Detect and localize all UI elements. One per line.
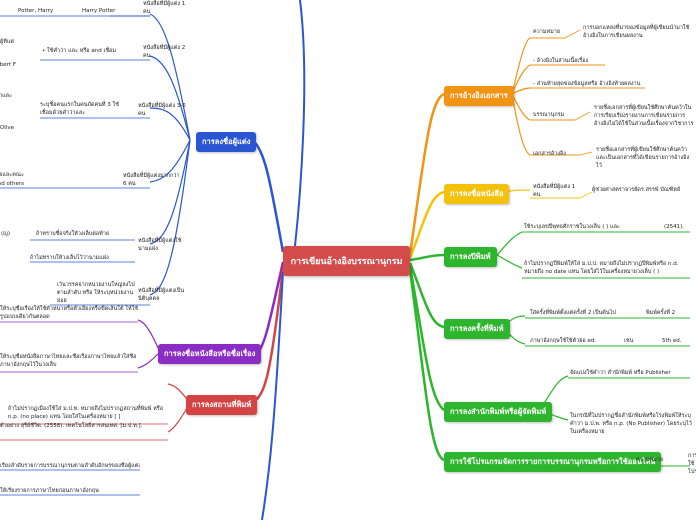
citation-ref-label: เอกสารอ้างอิง xyxy=(533,151,566,157)
author-b5-edge: (ญ) xyxy=(1,231,10,237)
digital-sub-label: ความหมาย xyxy=(636,457,664,463)
title-text2: ให้ระบุชื่อหนังสือภาษาไทยและชื่อเรื่องภา… xyxy=(0,354,137,368)
author-b5-text: ถ้าทราบชื่อจริงให้วงเล็บต่อท้าย xyxy=(36,231,110,237)
author-b3-edge1: ลงชื่อคนแรกและ xyxy=(0,93,12,99)
author-b2-label: หนังสือที่มีผู้แต่ง 2 คน xyxy=(143,45,186,59)
year-text1: ใช้ระบุเลขปีพุทธศักราชในวงเล็บ ( ) และ xyxy=(524,224,620,230)
citation-meaning-label: ความหมาย xyxy=(533,29,561,35)
book-sub-text: ผู้ช่วยศาสตราจารย์ดร.สรรพ์ บัณฑิตย์ xyxy=(592,187,681,193)
edition-text2-mid: เช่น xyxy=(624,338,634,344)
place-text1: ถ้าไม่ปรากฏเมืองใช้ใส่ ม.ป.ท. หมายถึงไม่… xyxy=(8,406,163,420)
edition-text1: ใส่ครั้งที่พิมพ์ตั้งแต่ครั้งที่ 2 เป็นต้… xyxy=(530,310,616,316)
author-b1-col1: Potter, Harry xyxy=(18,8,54,14)
author-b7-text: เว้นวรรคจากหน่วยงานใหญ่ลงไปตามลำดับ หรือ… xyxy=(57,282,135,304)
node-citation[interactable]: การอ้างอิงเอกสาร xyxy=(444,86,514,106)
edition-text1-value: พิมพ์ครั้งที่ 2 xyxy=(646,310,676,316)
author-b3-edge2: Olive. xyxy=(0,125,14,131)
node-edition[interactable]: การลงครั้งที่พิมพ์ xyxy=(444,319,510,339)
edition-text2-value: 5th ed. xyxy=(662,338,682,344)
citation-sub1: - อ้างอิงในส่วนเนื้อเรื่อง xyxy=(533,58,589,64)
author-b4-edge2: and others xyxy=(0,181,24,187)
year-text1-year: (2541). xyxy=(664,224,685,230)
author-b2-text: • ใช้คำว่า และ หรือ and เชื่อม xyxy=(42,48,116,54)
node-author[interactable]: การลงชื่อผู้แต่ง xyxy=(196,132,257,152)
edition-text2: ภาษาอังกฤษใช้ใช้ตัวย่อ ed. xyxy=(530,338,597,344)
citation-meaning-text: การบอกแหล่งที่มาของข้อมูลที่ผู้เขียนนำมา… xyxy=(583,25,690,39)
year-text2: ถ้าไม่ปรากฏปีพิมพ์ให้ใส่ ม.ป.ป. หมายถึงไ… xyxy=(524,261,679,275)
author-b3-label: หนังสือที่มีผู้แต่ง 3-6 คน xyxy=(138,103,186,117)
publisher-text2: ในกรณีที่ไม่ปรากฏชื่อสำนักพิมพ์หรือโรงพิ… xyxy=(570,413,692,435)
author-b1-col2: Harry Potter xyxy=(82,8,116,14)
central-topic[interactable]: การเขียนอ้างอิงบรรณานุกรม xyxy=(283,246,410,276)
node-book-name[interactable]: การลงชื่อหนังสือ xyxy=(444,184,510,204)
citation-ref-text: รายชื่อเอกสารที่ผู้เขียนใช้ศึกษาค้นคว้าแ… xyxy=(596,147,690,169)
bottom-text2: ให้เรียงรายการภาษาไทยก่อนภาษาอังกฤษ xyxy=(0,488,99,494)
author-b6-text: ถ้าไม่ทราบให้วงเล็บไว้ว่านามแฝง xyxy=(30,255,109,261)
author-b1-label: หนังสือที่มีผู้แต่ง 1 คน xyxy=(143,1,186,15)
place-text2: ตัวอย่าง สุรีย์ชีวิต. (2558). เทคโนโลยีส… xyxy=(0,423,143,429)
title-text1: ให้ระบุชื่อเรื่องให้ใช้ตัวหนาหรือตัวเอีย… xyxy=(0,306,139,320)
author-b4-label: หนังสือที่มีผู้แต่งมากกว่า 6 คน xyxy=(123,173,180,187)
citation-bib-label: บรรณานุกรม xyxy=(533,112,565,118)
author-b2-edge1: ผู้ที่แต่งทั้งสองคนที่มีชื่อ xyxy=(0,39,14,45)
node-place[interactable]: การลงสถานที่พิมพ์ xyxy=(186,395,258,415)
publisher-text1: จัดแบ่งใช้คำว่า สำนักพิมพ์ หรือ Publishe… xyxy=(570,370,671,376)
node-year[interactable]: การลงปีพิมพ์ xyxy=(444,247,497,267)
node-title[interactable]: การลงชื่อหนังสือหรือชื่อเรื่อง xyxy=(158,344,262,364)
author-b5-label: หนังสือที่มีผู้แต่งใช้นามแฝง xyxy=(138,238,182,252)
digital-sub-text: การใช้โปรแกรมจัดการรายการบรรณานุกรมและจั… xyxy=(688,453,696,475)
author-b2-edge2: และ Robert F. xyxy=(0,62,16,68)
node-publisher[interactable]: การลงสำนักพิมพ์หรือผู้จัดพิมพ์ xyxy=(444,402,553,422)
bottom-text1: เรียงลำดับรายการบรรณานุกรมตามลำดับอักษรข… xyxy=(0,463,140,469)
citation-sub2: - ส่วนท้ายสุดของข้อมูลหรือ อ้างอิงท้ายผล… xyxy=(533,81,641,87)
citation-bib-text: รายชื่อเอกสารที่ผู้เขียนใช้ศึกษาค้นคว้าใ… xyxy=(594,105,694,127)
node-digital[interactable]: การใช้โปรแกรมจัดการรายการบรรณานุกรมหรือก… xyxy=(444,452,662,472)
book-sub-label: หนังสือที่มีผู้แต่ง 1 คน xyxy=(533,184,576,198)
author-b3-text: ระบุชื่อคนแรกในคนถัดคนที่ 3 ใช้เชื่อมด้ว… xyxy=(40,102,119,116)
author-b7-label: หนังสือที่มีผู้แต่งเป็นนิติบุคคล xyxy=(138,288,185,302)
author-b4-edge1: ลงชื่อคนแรกตามด้วยและคณะ xyxy=(0,172,24,178)
